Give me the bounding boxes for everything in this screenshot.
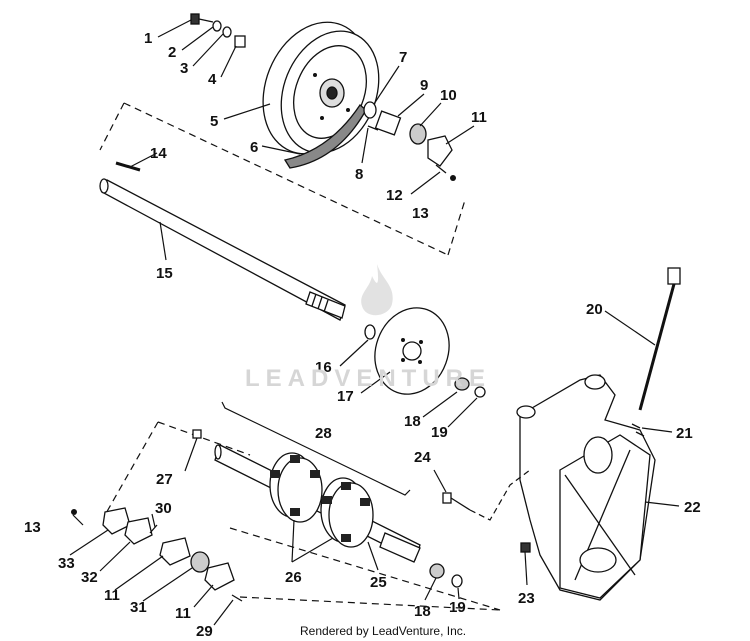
bracket-28 <box>221 401 411 496</box>
nut-13-lower <box>71 509 77 515</box>
bolt-24-guide <box>469 469 531 521</box>
callout-15: 15 <box>156 265 173 282</box>
callout-2: 2 <box>168 44 176 61</box>
drive-shaft <box>99 178 346 321</box>
bearing-10 <box>409 123 427 145</box>
washer-19-upper <box>474 386 486 398</box>
nut-23 <box>520 542 531 553</box>
track-sprocket-left <box>269 452 323 523</box>
callout-29: 29 <box>196 623 213 640</box>
callout-13-upper: 13 <box>412 205 429 222</box>
chaincase-housing <box>516 374 656 601</box>
callout-7: 7 <box>399 49 407 66</box>
callout-26: 26 <box>285 569 302 586</box>
callout-24: 24 <box>414 449 431 466</box>
callout-18-upper: 18 <box>404 413 421 430</box>
bolt-8 <box>367 125 379 131</box>
washer-7 <box>363 101 377 119</box>
spacer-4 <box>234 35 246 48</box>
callout-20: 20 <box>586 301 603 318</box>
gasket-32 <box>124 517 153 545</box>
callout-3: 3 <box>180 60 188 77</box>
callout-8: 8 <box>355 166 363 183</box>
key-14 <box>115 161 141 172</box>
bolt-1 <box>190 13 214 25</box>
callout-31: 31 <box>130 599 147 616</box>
callout-5: 5 <box>210 113 218 130</box>
callout-22: 22 <box>684 499 701 516</box>
track-sprocket-right <box>320 477 374 548</box>
callout-1: 1 <box>144 30 152 47</box>
watermark: LEADVENTURE <box>245 365 492 392</box>
callout-9: 9 <box>420 77 428 94</box>
screws-21 <box>631 423 645 437</box>
callout-14: 14 <box>150 145 167 162</box>
bearing-18-upper <box>454 377 470 391</box>
flange-11-lower-a <box>159 537 191 566</box>
callout-23: 23 <box>518 590 535 607</box>
callout-labels: 1 2 3 4 5 6 7 8 9 10 11 12 13 14 15 16 1… <box>24 30 701 640</box>
callout-19-lower: 19 <box>449 599 466 616</box>
callout-32: 32 <box>81 569 98 586</box>
lower-assembly-frame <box>104 421 501 611</box>
washer-19-lower <box>451 574 463 588</box>
callout-18-lower: 18 <box>414 603 431 620</box>
callout-30: 30 <box>155 500 172 517</box>
callout-16: 16 <box>315 359 332 376</box>
callout-33: 33 <box>58 555 75 572</box>
upper-assembly-frame <box>99 102 466 256</box>
o-ring-16 <box>364 324 376 340</box>
callout-11-lower-b: 11 <box>175 605 191 622</box>
callout-19-upper: 19 <box>431 424 448 441</box>
flange-11-upper <box>427 135 453 167</box>
flange-11-lower-b <box>204 562 235 591</box>
leadventure-flame-logo <box>361 264 393 316</box>
callout-11-lower-a: 11 <box>104 587 120 604</box>
flange-33 <box>102 507 131 535</box>
grease-fitting-27 <box>192 429 202 439</box>
bracket-9 <box>374 110 402 136</box>
callout-13-lower: 13 <box>24 519 41 536</box>
bolt-12 <box>435 164 447 174</box>
callout-25: 25 <box>370 574 387 591</box>
callout-27: 27 <box>156 471 173 488</box>
callout-4: 4 <box>208 71 217 88</box>
bearing-31 <box>190 551 210 573</box>
washer-2 <box>212 20 222 32</box>
washer-3 <box>222 26 232 38</box>
callout-6: 6 <box>250 139 258 156</box>
callout-28: 28 <box>315 425 332 442</box>
cable-assembly <box>638 267 681 411</box>
callout-12: 12 <box>386 187 403 204</box>
bolt-30 <box>149 524 158 534</box>
bearing-18-lower <box>429 563 445 579</box>
callout-17: 17 <box>337 388 354 405</box>
brake-disc <box>374 307 450 395</box>
nut-13-upper <box>450 175 456 181</box>
footer-credit: Rendered by LeadVenture, Inc. <box>300 624 467 638</box>
bolt-24 <box>442 492 471 511</box>
leader-lines <box>69 19 680 626</box>
callout-11-upper: 11 <box>471 109 487 126</box>
callout-10: 10 <box>440 87 457 104</box>
callout-21: 21 <box>676 425 693 442</box>
bolt-29 <box>231 594 243 602</box>
